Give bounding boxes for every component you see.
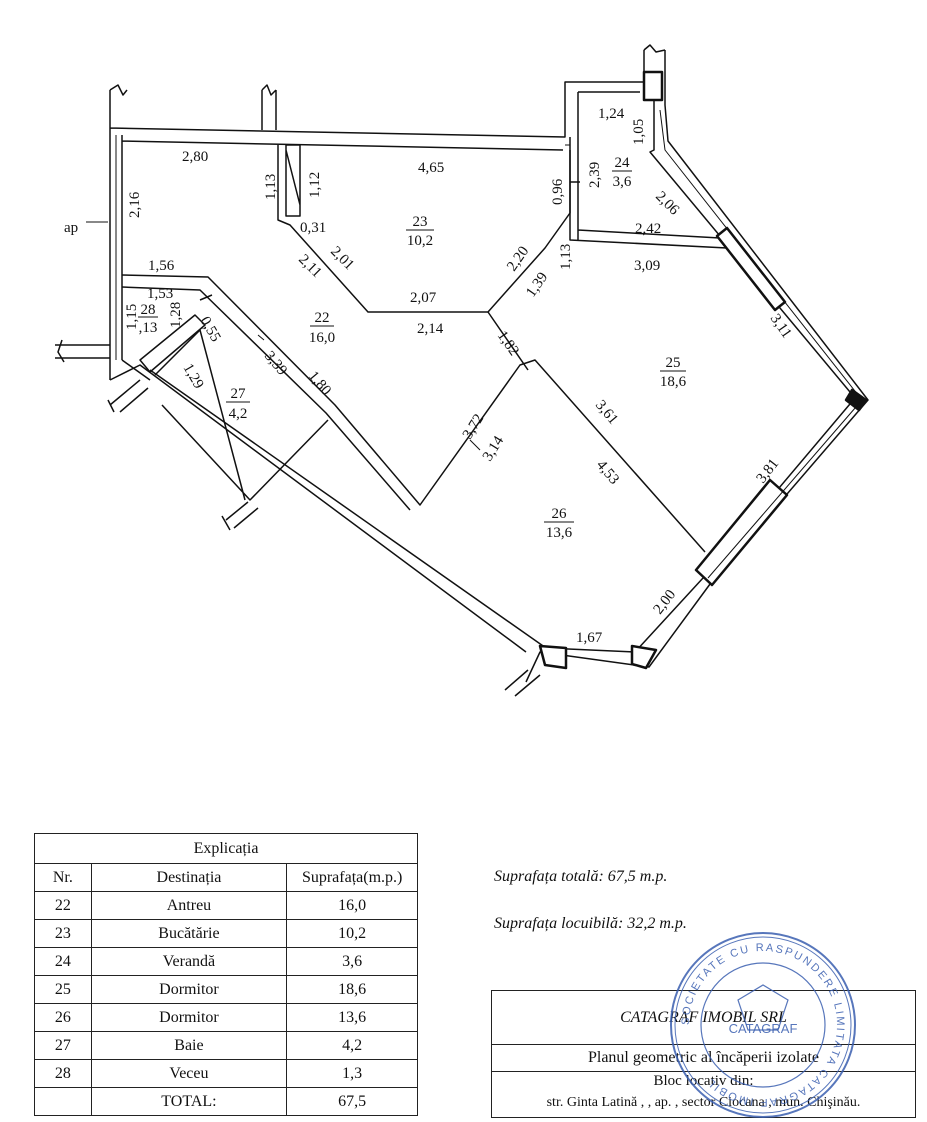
row-area: 4,2 bbox=[286, 1031, 418, 1060]
row-number: 26 bbox=[34, 1003, 92, 1032]
dim-label: 1,12 bbox=[307, 172, 323, 198]
row-area: 1,3 bbox=[286, 1059, 418, 1088]
table-row: 28 Veceu 1,3 bbox=[34, 1059, 418, 1088]
dim-label: 1,15 bbox=[124, 304, 140, 330]
living-area-text: Suprafața locuibilă: 32,2 m.p. bbox=[494, 915, 687, 932]
table-row: 23 Bucătărie 10,2 bbox=[34, 919, 418, 948]
dim-label: 4,65 bbox=[418, 160, 444, 176]
row-number: 24 bbox=[34, 947, 92, 976]
dim-label: 1,56 bbox=[148, 258, 175, 274]
dim-label: 3,11 bbox=[767, 311, 795, 341]
dim-label: 2,11 bbox=[295, 252, 324, 281]
row-destination: Antreu bbox=[90, 891, 288, 920]
room-22-number: 22 bbox=[315, 310, 330, 326]
row-destination: Verandă bbox=[90, 947, 288, 976]
row-number: 28 bbox=[34, 1059, 92, 1088]
room-26-area: 13,6 bbox=[546, 525, 573, 541]
legend-header: Suprafața(m.p.) bbox=[286, 863, 418, 892]
dim-label: 3,09 bbox=[634, 258, 660, 274]
floor-plan: ap 2,80 2,16 1,13 1,12 4,65 1,24 1,05 0,… bbox=[55, 44, 869, 697]
row-destination: Dormitor bbox=[90, 1003, 288, 1032]
wall-veranda bbox=[569, 92, 728, 249]
row-area: 16,0 bbox=[286, 891, 418, 920]
room-27-area: 4,2 bbox=[229, 406, 248, 422]
company-stamp: SOCIETATE CU RASPUNDERE LIMITATA CATAGRA… bbox=[670, 932, 856, 1118]
row-area: 13,6 bbox=[286, 1003, 418, 1032]
wall-corridor bbox=[121, 274, 706, 553]
title-block: CATAGRAF IMOBIL SRL Planul geometric al … bbox=[491, 990, 916, 1118]
dim-label: 3,14 bbox=[480, 433, 508, 464]
dim-label: 0,31 bbox=[300, 220, 326, 236]
total-row: TOTAL: 67,5 bbox=[34, 1087, 418, 1116]
room-23-number: 23 bbox=[413, 214, 428, 230]
row-area: 18,6 bbox=[286, 975, 418, 1004]
dim-label: 1,80 bbox=[305, 368, 334, 398]
dim-label: 3,61 bbox=[592, 397, 621, 427]
row-number: 25 bbox=[34, 975, 92, 1004]
label-ap: ap bbox=[64, 220, 78, 236]
dim-label: 4,53 bbox=[593, 457, 622, 487]
legend-header: Nr. bbox=[34, 863, 92, 892]
row-number: 22 bbox=[34, 891, 92, 920]
dim-label: 1,29 bbox=[180, 361, 207, 392]
dim-label: 1,05 bbox=[631, 119, 647, 145]
dim-label: 2,39 bbox=[587, 162, 603, 188]
dim-label: 1,13 bbox=[263, 174, 279, 200]
row-number: 27 bbox=[34, 1031, 92, 1060]
dim-label: 2,06 bbox=[652, 189, 682, 219]
room-26-number: 26 bbox=[552, 506, 568, 522]
total-value: 67,5 bbox=[286, 1087, 418, 1116]
row-number: 23 bbox=[34, 919, 92, 948]
room-24-area: 3,6 bbox=[613, 174, 632, 190]
room-24-number: 24 bbox=[615, 155, 631, 171]
dim-label: 2,20 bbox=[504, 244, 532, 275]
dim-label: 1,39 bbox=[523, 270, 551, 301]
dim-label: 2,07 bbox=[410, 290, 437, 306]
dim-label: 2,00 bbox=[651, 587, 680, 618]
room-22-area: 16,0 bbox=[309, 330, 335, 346]
table-row: 27 Baie 4,2 bbox=[34, 1031, 418, 1060]
row-destination: Bucătărie bbox=[90, 919, 288, 948]
dim-label: 1,53 bbox=[147, 286, 173, 302]
table-row: 25 Dormitor 18,6 bbox=[34, 975, 418, 1004]
stamp-center-text: CATAGRAF bbox=[729, 1021, 798, 1036]
table-row: 26 Dormitor 13,6 bbox=[34, 1003, 418, 1032]
dim-label: 0,96 bbox=[550, 178, 566, 205]
room-23-area: 10,2 bbox=[407, 233, 433, 249]
room-25-number: 25 bbox=[666, 355, 681, 371]
legend-title: Explicația bbox=[34, 833, 418, 864]
table-row: 24 Verandă 3,6 bbox=[34, 947, 418, 976]
legend-header: Destinația bbox=[90, 863, 288, 892]
room-28-number: 28 bbox=[141, 302, 156, 318]
address-line: str. Ginta Latină , , ap. , sector Cioca… bbox=[546, 1095, 861, 1110]
outer-wall bbox=[109, 50, 869, 683]
row-area: 3,6 bbox=[286, 947, 418, 976]
row-destination: Veceu bbox=[90, 1059, 288, 1088]
room-25-area: 18,6 bbox=[660, 374, 687, 390]
dim-label: 1,67 bbox=[576, 630, 603, 646]
dim-label: 3,81 bbox=[754, 456, 783, 487]
dim-label: 1,24 bbox=[598, 106, 625, 122]
table-row: 22 Antreu 16,0 bbox=[34, 891, 418, 920]
room-27-number: 27 bbox=[231, 386, 247, 402]
plan-title: Planul geometric al încăperii izolate bbox=[492, 1044, 915, 1072]
legend-table: Explicația Nr. Destinația Suprafața(m.p.… bbox=[34, 833, 418, 1116]
dim-label: 1,13 bbox=[558, 244, 574, 270]
total-area-text: Suprafața totală: 67,5 m.p. bbox=[494, 868, 668, 885]
dim-label: 2,14 bbox=[417, 321, 444, 337]
dim-label: 2,01 bbox=[327, 244, 357, 274]
outer-wall-inner bbox=[121, 91, 856, 653]
row-area: 10,2 bbox=[286, 919, 418, 948]
row-destination: Dormitor bbox=[90, 975, 288, 1004]
room-28-area: ,13 bbox=[139, 320, 158, 336]
row-destination: Baie bbox=[90, 1031, 288, 1060]
total-label: TOTAL: bbox=[90, 1087, 288, 1116]
dim-label: 1,28 bbox=[168, 302, 184, 328]
dim-label: 2,80 bbox=[182, 149, 208, 165]
dim-label: 2,42 bbox=[635, 221, 661, 237]
dim-label: 2,16 bbox=[127, 191, 143, 218]
